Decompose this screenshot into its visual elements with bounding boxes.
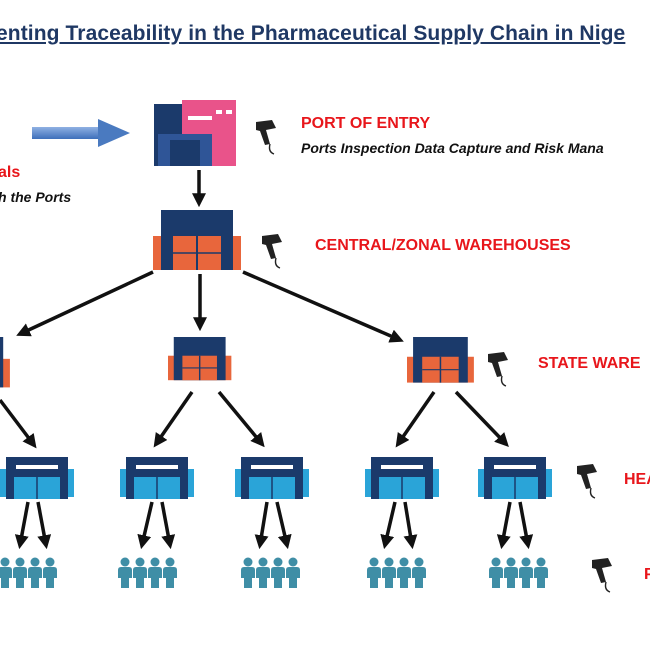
warehouse-icon xyxy=(167,336,233,381)
people-group-icon xyxy=(367,558,426,589)
arrow-state-to-health xyxy=(217,390,265,448)
health-facility-icon xyxy=(0,456,75,500)
warehouse-icon xyxy=(0,336,11,389)
state-warehouses-label: STATE WARE xyxy=(538,355,641,372)
arrow-central-to-state-left xyxy=(16,270,154,337)
arrows-health-to-people xyxy=(14,501,534,550)
barcode-scanner-icon xyxy=(255,119,277,155)
patients-label: P xyxy=(644,566,650,583)
left-red-fragment: als xyxy=(0,164,21,181)
left-sub-fragment: h the Ports xyxy=(0,189,72,205)
arrow-right-icon xyxy=(32,119,130,147)
port-subtitle: Ports Inspection Data Capture and Risk M… xyxy=(301,140,604,156)
health-facility-icon xyxy=(477,456,553,500)
health-facility-icon xyxy=(119,456,195,500)
arrow-state-to-health xyxy=(454,390,509,448)
people-group-icon xyxy=(489,558,548,589)
barcode-scanner-icon xyxy=(261,233,283,269)
arrow-central-to-state-right xyxy=(242,270,404,343)
arrow-state-to-health xyxy=(153,391,194,448)
port-building-icon xyxy=(154,100,236,166)
arrow-state-to-health xyxy=(395,391,436,448)
warehouse-icon xyxy=(152,209,242,271)
central-warehouses-label: CENTRAL/ZONAL WAREHOUSES xyxy=(315,237,571,254)
arrow-state-to-health xyxy=(0,398,37,449)
health-facility-icon xyxy=(234,456,310,500)
people-group-icon xyxy=(118,558,177,589)
warehouse-icon xyxy=(406,336,475,384)
barcode-scanner-icon xyxy=(591,557,613,593)
barcode-scanner-icon xyxy=(487,351,509,387)
barcode-scanner-icon xyxy=(576,463,598,499)
page-title: enting Traceability in the Pharmaceutica… xyxy=(0,22,626,45)
people-group-icon xyxy=(0,558,57,589)
port-of-entry-label: PORT OF ENTRY xyxy=(301,115,431,132)
health-facilities-label: HEA xyxy=(624,471,650,488)
health-facility-icon xyxy=(364,456,440,500)
people-group-icon xyxy=(241,558,300,589)
